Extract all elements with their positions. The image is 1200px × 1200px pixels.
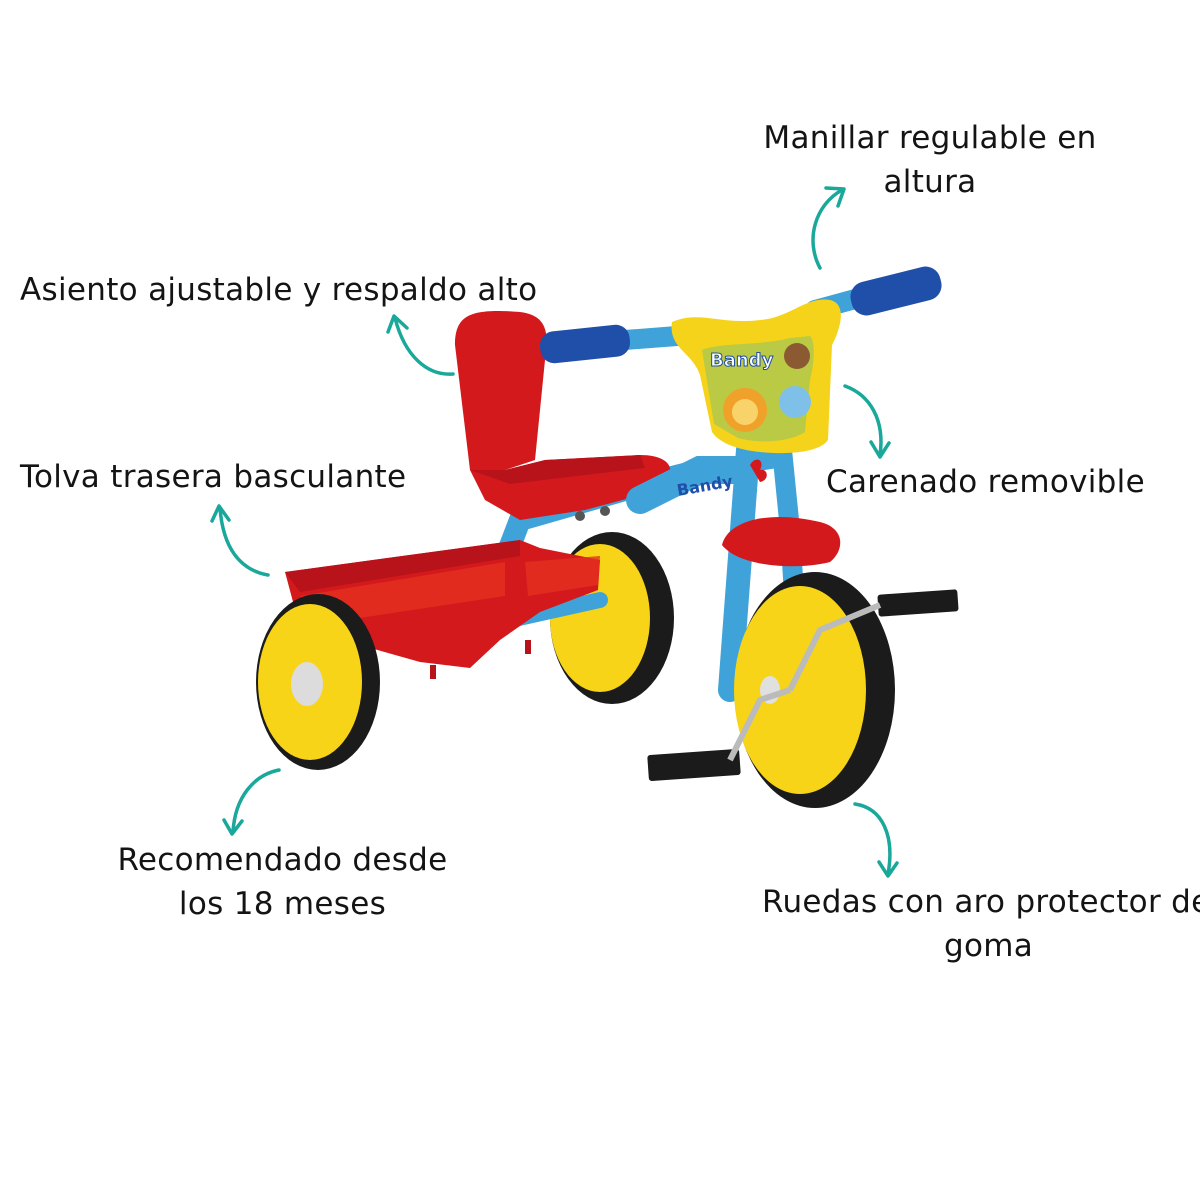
label-tolva-text: Tolva trasera basculante [20, 459, 407, 495]
label-carenado-text: Carenado removible [826, 464, 1145, 500]
plate-brand-text: Bandy [710, 350, 774, 371]
curved-arrow-tolva-icon [210, 504, 270, 577]
label-recomendado-line1: Recomendado desde [117, 842, 448, 878]
label-ruedas-line2: goma [944, 928, 1034, 964]
front-wheel [734, 572, 895, 808]
brand-logo [750, 459, 767, 482]
curved-arrow-ruedas-icon [853, 802, 899, 878]
curved-arrow-carenado-icon [843, 384, 891, 459]
frame-main [626, 456, 756, 514]
curved-arrow-manillar-icon [811, 186, 846, 270]
seat [455, 310, 671, 521]
label-manillar-line1: Manillar regulable en [763, 120, 1097, 156]
label-manillar: Manillar regulable en altura [738, 116, 1122, 204]
rear-left-wheel [256, 594, 380, 770]
label-tolva: Tolva trasera basculante [20, 455, 406, 499]
label-asiento: Asiento ajustable y respaldo alto [20, 268, 537, 312]
label-ruedas-line1: Ruedas con aro protector de [762, 884, 1200, 920]
label-manillar-line2: altura [883, 164, 977, 200]
label-asiento-text: Asiento ajustable y respaldo alto [20, 272, 538, 308]
label-recomendado: Recomendado desde los 18 meses [100, 838, 465, 926]
curved-arrow-recomendado-icon [222, 768, 281, 836]
label-recomendado-line2: los 18 meses [178, 886, 387, 922]
pedals [647, 589, 959, 781]
front-plate: Bandy [671, 299, 841, 454]
curved-arrow-asiento-icon [386, 314, 455, 376]
front-fender [722, 516, 841, 567]
label-carenado: Carenado removible [826, 460, 1145, 504]
label-ruedas: Ruedas con aro protector de goma [762, 880, 1200, 968]
